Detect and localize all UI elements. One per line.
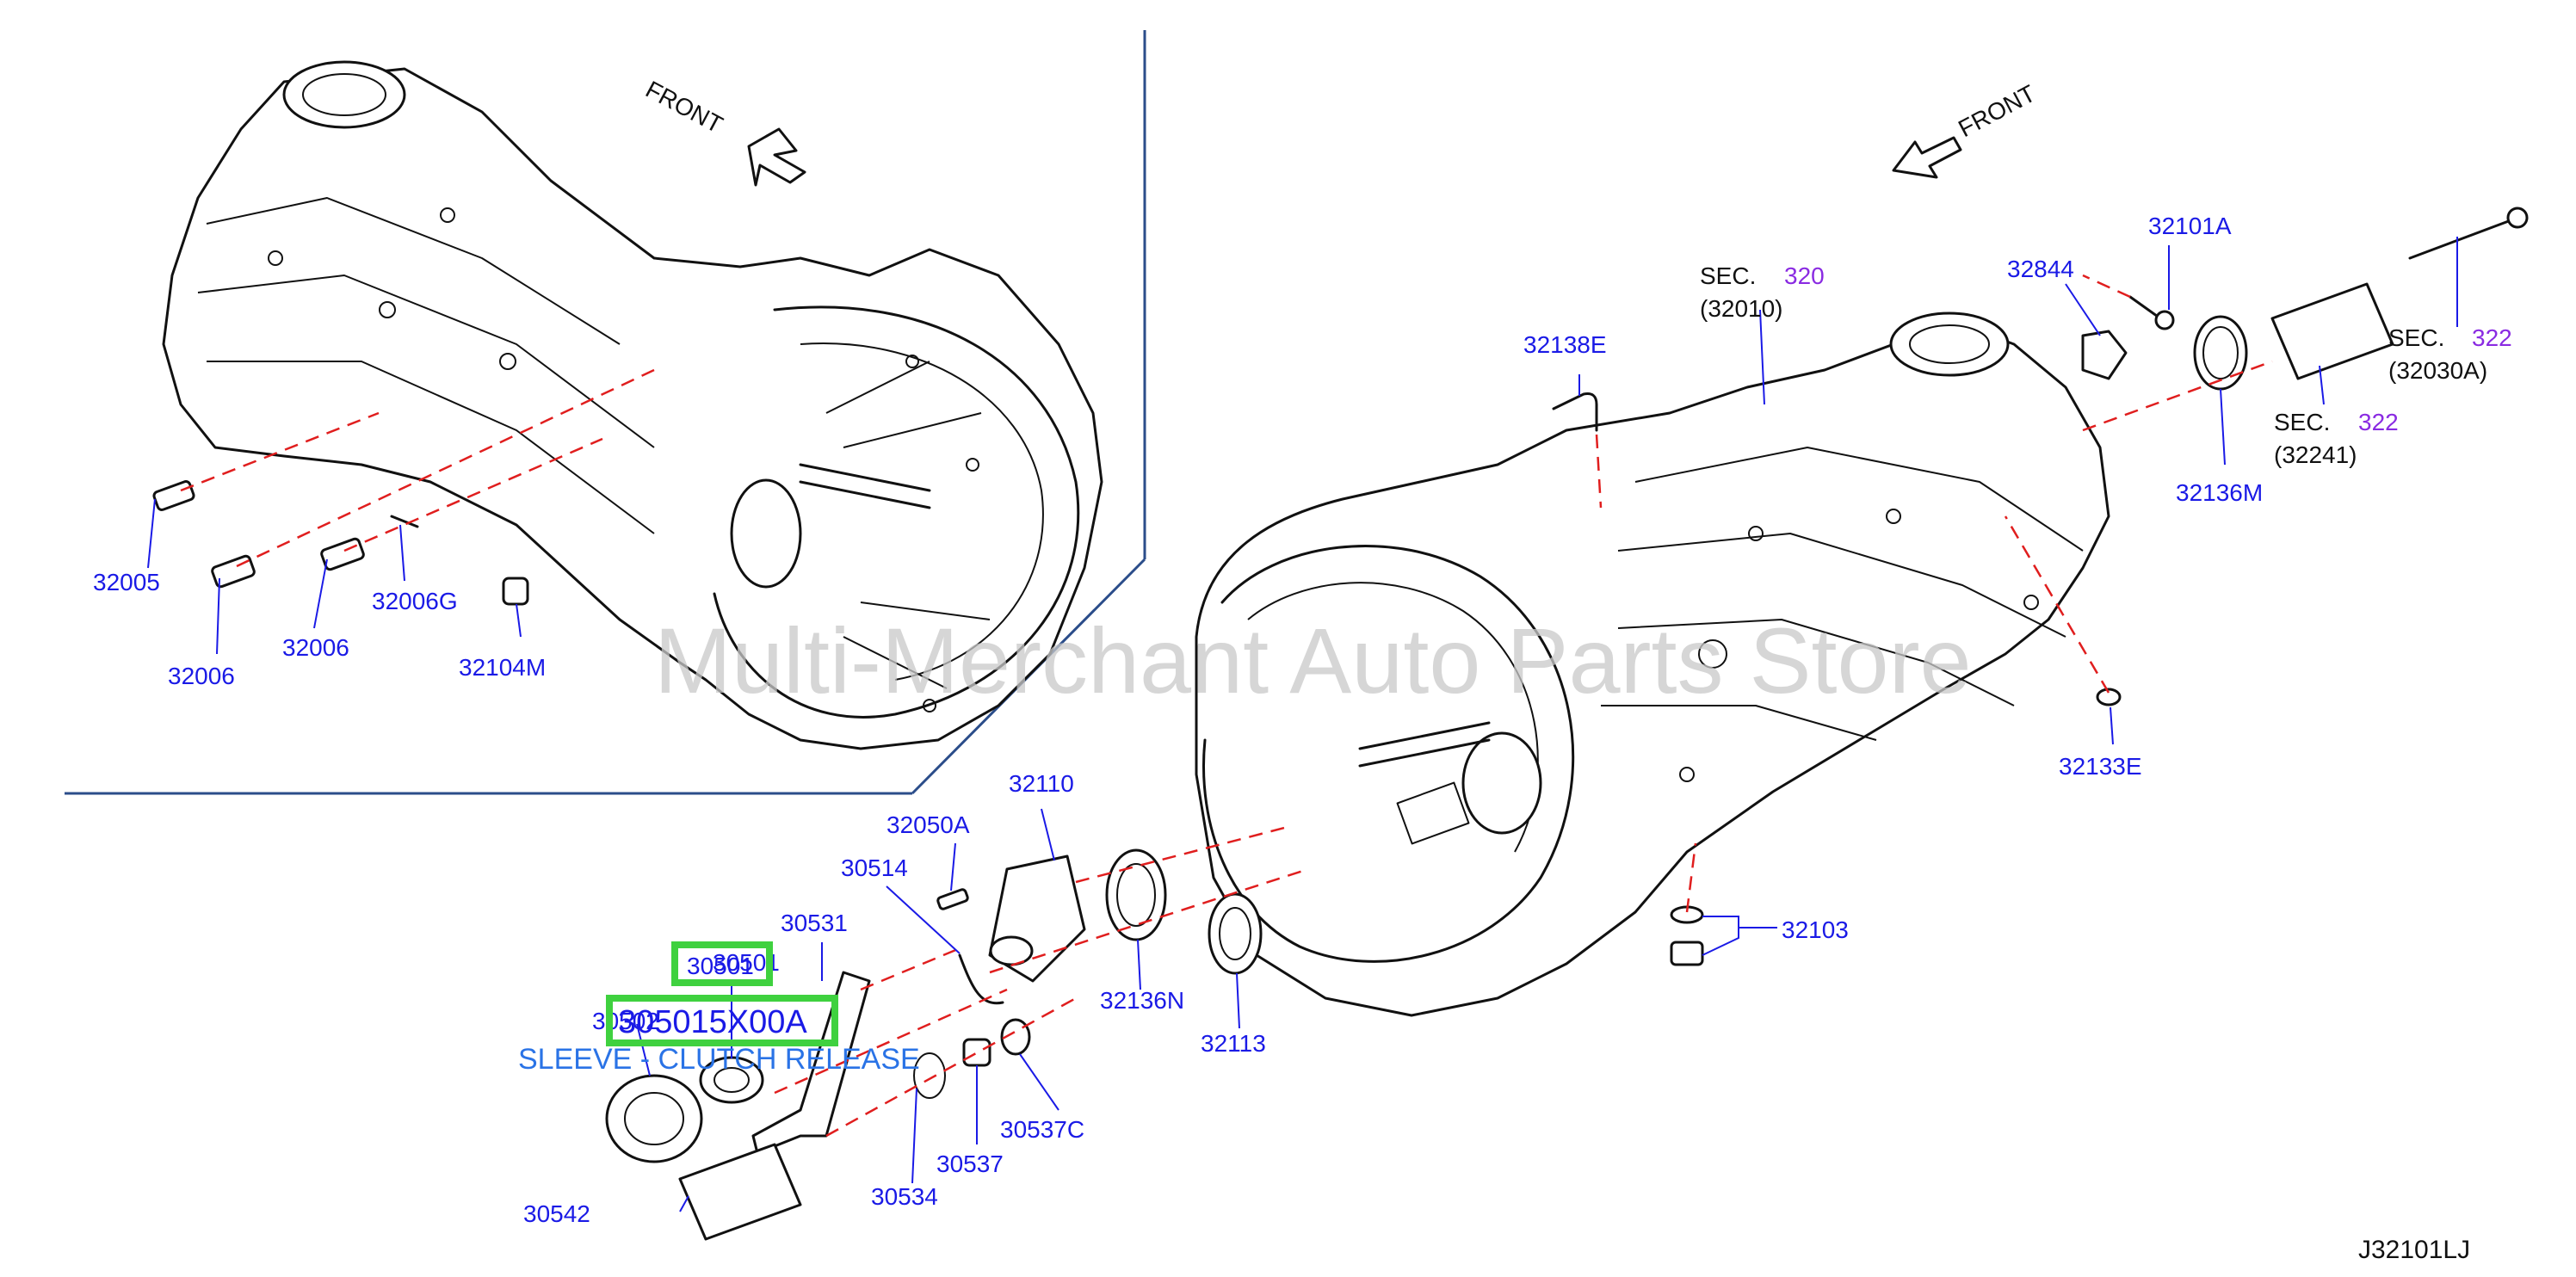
part-label-32136M[interactable]: 32136M <box>2176 479 2263 506</box>
sec-prefix: SEC. <box>2274 409 2330 435</box>
part-label-32005[interactable]: 32005 <box>93 569 160 595</box>
front-arrows <box>747 127 1962 187</box>
sec-code: (32241) <box>2274 441 2357 468</box>
part-label-32006[interactable]: 32006 <box>168 663 235 689</box>
sec-ref-322[interactable]: 322 <box>2472 324 2512 351</box>
part-label-32113[interactable]: 32113 <box>1201 1030 1266 1057</box>
sec-ref-320[interactable]: 320 <box>1784 262 1825 289</box>
part-label-30537[interactable]: 30537 <box>936 1151 1004 1177</box>
part-label-30502[interactable]: 30502 <box>592 1008 659 1034</box>
front-label-left: FRONT <box>641 76 727 139</box>
part-label-32136N[interactable]: 32136N <box>1100 987 1184 1014</box>
part-label-30537C[interactable]: 30537C <box>1000 1116 1084 1143</box>
highlight-part-number[interactable]: 30501 <box>687 953 754 979</box>
front-arrow-left-icon <box>747 127 806 187</box>
sec-prefix: SEC. <box>2388 324 2444 351</box>
text-layer: Multi-Merchant Auto Parts Store 32005 3200… <box>93 76 2512 1264</box>
transmission-right-illustration <box>1195 312 2110 1017</box>
part-label-32006G[interactable]: 32006G <box>372 588 458 614</box>
part-label-32844[interactable]: 32844 <box>2007 256 2074 282</box>
part-label-32110[interactable]: 32110 <box>1009 770 1074 797</box>
part-label-32138E[interactable]: 32138E <box>1523 331 1607 358</box>
sec-prefix: SEC. <box>1700 262 1756 289</box>
part-label-30514[interactable]: 30514 <box>841 854 908 881</box>
diagram-code: J32101LJ <box>2358 1236 2470 1264</box>
part-label-30534[interactable]: 30534 <box>871 1183 938 1210</box>
part-label-32103[interactable]: 32103 <box>1782 916 1849 943</box>
part-label-32050A[interactable]: 32050A <box>886 811 970 838</box>
leader-lines <box>147 237 2458 1212</box>
part-label-30531[interactable]: 30531 <box>781 910 848 936</box>
highlight-catalog-number[interactable]: 305015X00A <box>618 1004 807 1040</box>
part-label-32006[interactable]: 32006 <box>282 634 349 661</box>
highlight-description: SLEEVE - CLUTCH RELEASE <box>518 1043 920 1076</box>
part-sketches <box>152 207 2529 1241</box>
front-label-right: FRONT <box>1954 80 2040 143</box>
part-label-32104M[interactable]: 32104M <box>459 654 546 681</box>
part-label-32101A[interactable]: 32101A <box>2148 213 2232 239</box>
sec-ref-322[interactable]: 322 <box>2358 409 2399 435</box>
front-arrow-right-icon <box>1892 136 1962 179</box>
sec-code: (32030A) <box>2388 357 2487 384</box>
part-label-30542[interactable]: 30542 <box>523 1200 590 1227</box>
part-label-32133E[interactable]: 32133E <box>2059 753 2142 780</box>
transmission-left-illustration <box>162 60 1103 750</box>
highlight-part-box <box>671 941 773 986</box>
sec-code: (32010) <box>1700 295 1783 322</box>
assembly-lines <box>180 274 2273 1138</box>
watermark-text: Multi-Merchant Auto Parts Store <box>654 608 1972 713</box>
highlight-catalog-box <box>606 995 838 1046</box>
